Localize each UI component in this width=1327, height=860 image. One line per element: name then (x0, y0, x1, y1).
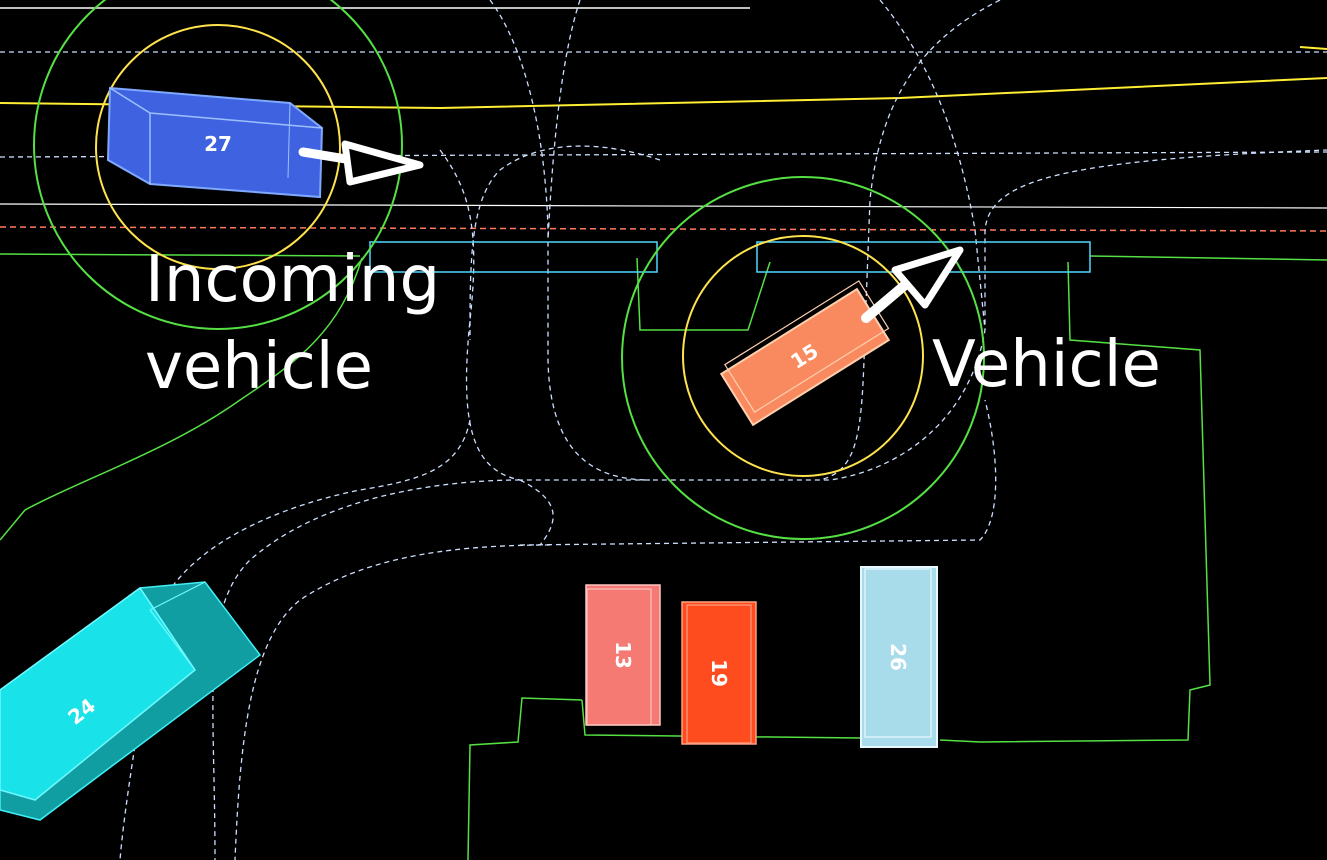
boundary-line (0, 257, 363, 541)
lane-center-line (212, 479, 521, 860)
boundary-line (581, 699, 861, 739)
zone-inner-15 (682, 235, 924, 477)
vehicle-19[interactable]: 19 (681, 601, 757, 745)
vehicle-27-id: 27 (204, 132, 232, 156)
boundary-line (939, 261, 1211, 743)
lane-center-line (119, 419, 471, 860)
heading-arrows (298, 140, 964, 323)
vehicle-15[interactable]: 15 (718, 280, 894, 427)
vehicle-26-top (864, 568, 932, 738)
lane-center-line (469, 145, 661, 341)
vehicle-24-edge (149, 609, 196, 671)
zones (33, 0, 985, 540)
vehicle-19-body (681, 601, 757, 745)
vehicle-26[interactable]: 26 (860, 566, 938, 748)
boundary-line (0, 253, 361, 257)
vehicle-13-id: 13 (611, 641, 635, 669)
lane-boundaries (0, 253, 1327, 860)
lane-center-line (879, 0, 986, 331)
boundary-line (1089, 255, 1327, 261)
lane-center-line (547, 0, 581, 241)
vehicle-13-top (586, 588, 652, 726)
zone-inner-27 (95, 24, 341, 270)
lane-center-line (489, 0, 651, 481)
crosswalk-left (369, 241, 658, 273)
vehicle-24[interactable]: 24 (0, 581, 262, 821)
vehicle-27[interactable]: 27 (106, 86, 324, 199)
road-edge-yellow-stub (1299, 46, 1327, 50)
road-edge-white-lower (0, 203, 1327, 209)
crosswalks (369, 241, 1091, 273)
zone-outer-27 (33, 0, 403, 330)
vehicle-26-body (860, 566, 938, 748)
incoming-vehicle-label-line1: Incoming (145, 243, 440, 317)
vehicle-label: Vehicle (932, 328, 1161, 402)
vehicle-15-top (724, 280, 890, 413)
arrow-27 (298, 140, 424, 186)
vehicle-26-id: 26 (886, 643, 910, 671)
lane-center-line (819, 0, 1001, 481)
vehicle-24-top (0, 586, 197, 801)
zone-outer-15 (621, 176, 985, 540)
stop-line (0, 226, 1327, 232)
arrow-15 (861, 246, 964, 323)
annotations: Incoming vehicle Vehicle (145, 243, 1161, 404)
lane-center-line (439, 149, 1327, 481)
lane-center-line (519, 399, 997, 546)
lane-center-line (234, 544, 551, 860)
boundary-line (636, 257, 771, 331)
boundary-line (467, 697, 583, 860)
lane-center-line (519, 479, 554, 546)
vehicle-19-id: 19 (707, 659, 731, 687)
vehicle-19-top (686, 604, 752, 744)
vehicle-24-edge (149, 581, 206, 611)
vehicle-13[interactable]: 13 (585, 584, 661, 726)
incoming-vehicle-label-line2: vehicle (145, 330, 373, 404)
vehicle-27-edge (287, 102, 291, 179)
